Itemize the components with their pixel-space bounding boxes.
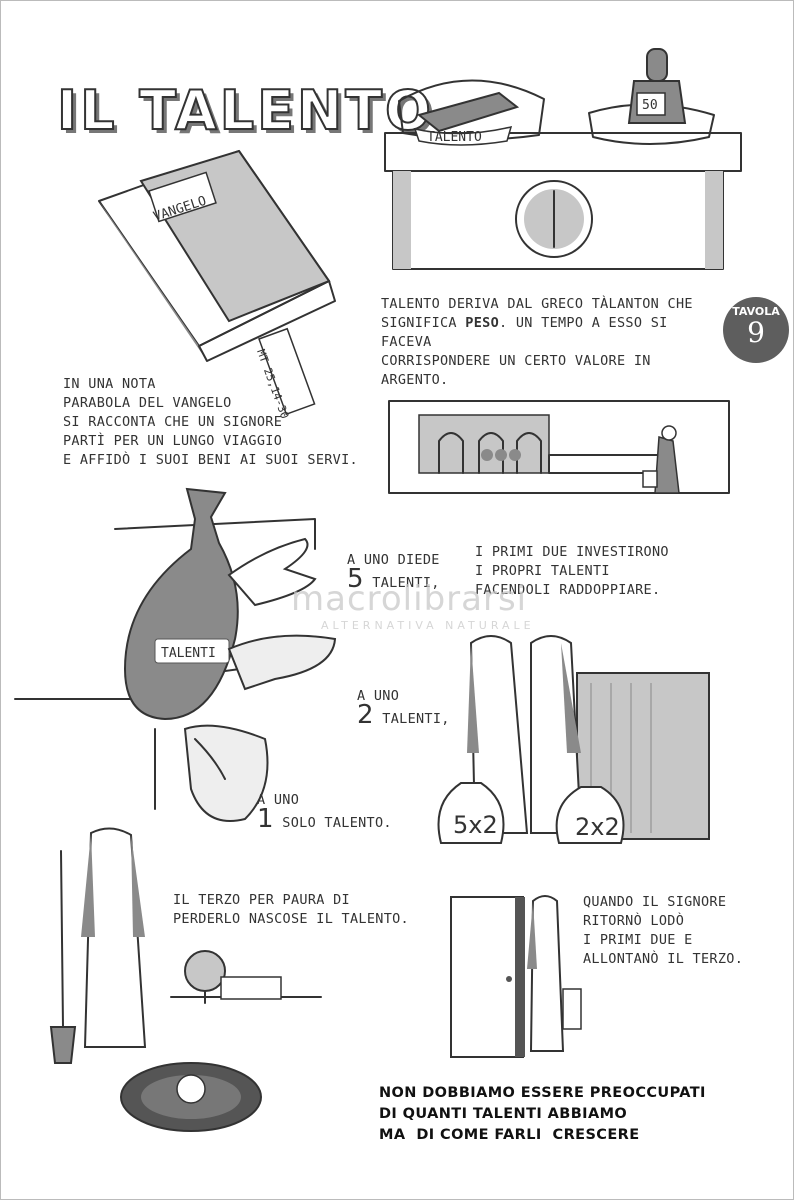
weight-label: 50 — [642, 98, 658, 113]
peso-word: PESO — [465, 315, 499, 331]
parable-paragraph: IN UNA NOTA PARABOLA DEL VANGELO SI RACC… — [63, 376, 358, 468]
gift-one-text: A UNO 1 SOLO TALENTO. — [257, 792, 392, 834]
return-scene — [450, 895, 582, 1058]
bag-left-label: 5x2 — [453, 811, 498, 839]
number-two: 2 — [357, 700, 374, 730]
servants-scene — [437, 635, 710, 844]
third-servant-paragraph: IL TERZO PER PAURA DI PERDERLO NASCOSE I… — [173, 892, 409, 927]
gospel-book: VANGELO MT 25,14-30 — [98, 149, 336, 420]
watermark: macrolibrarsi ALTERNATIVA NATURALE — [291, 579, 535, 632]
intro-paragraph: TALENTO DERIVA DAL GRECO TÀLANTON CHE SI… — [381, 296, 693, 388]
number-five: 5 — [347, 564, 364, 594]
talent-gifts-scene: TALENTI — [14, 487, 337, 822]
scale-label: TALENTO — [427, 130, 482, 145]
number-one: 1 — [257, 804, 274, 834]
gift-five-text: A UNO DIEDE 5 TALENTI, — [347, 552, 440, 594]
conclusion-text: NON DOBBIAMO ESSERE PREOCCUPATI DI QUANT… — [379, 1085, 706, 1143]
third-servant-scene — [49, 827, 322, 1132]
bag-right-label: 2x2 — [575, 813, 620, 841]
scale-illustration: 50 TALENTO — [384, 48, 742, 270]
gift-two-text: A UNO 2 TALENTI, — [357, 688, 450, 730]
page-title: IL TALENTO — [56, 78, 434, 143]
tavola-badge: TAVOLA 9 — [723, 297, 789, 363]
invest-paragraph: I PRIMI DUE INVESTIRONO I PROPRI TALENTI… — [475, 544, 669, 598]
return-paragraph: QUANDO IL SIGNORE RITORNÒ LODÒ I PRIMI D… — [583, 894, 744, 967]
departure-scene — [388, 400, 730, 494]
bag-label: TALENTI — [161, 646, 216, 661]
